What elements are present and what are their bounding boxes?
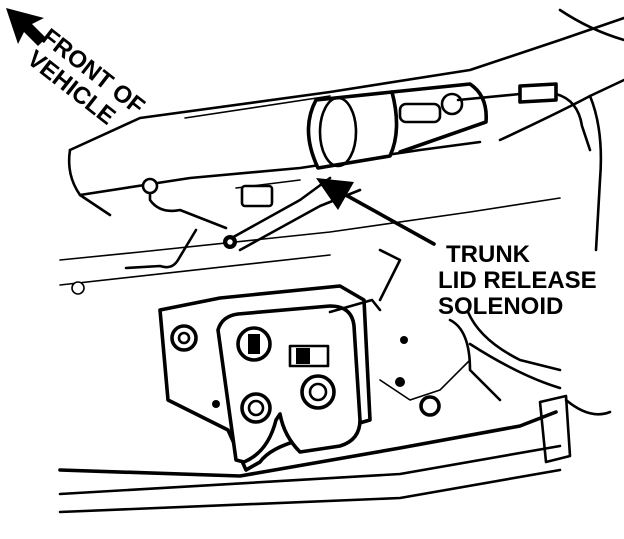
solenoid-callout: TRUNK LID RELEASE SOLENOID [316,178,597,320]
callout-label-line3: SOLENOID [438,293,563,320]
lower-trunk-rail [58,248,612,514]
arrow-up-left-icon [6,8,46,46]
latch-bolt-lower-right [300,374,336,410]
front-of-vehicle-indicator: FRONT OF VEHICLE [6,8,150,130]
trunk-lid-release-solenoid [306,82,592,170]
pointer-arrow-icon [342,192,436,246]
release-linkage [71,176,362,295]
trunk-latch-assembly [158,284,382,472]
callout-label-line1: TRUNK [446,241,531,268]
callout-label-line2: LID RELEASE [438,267,597,294]
upper-trunk-panel [59,8,624,286]
latch-bolt-lower-left [240,392,272,424]
